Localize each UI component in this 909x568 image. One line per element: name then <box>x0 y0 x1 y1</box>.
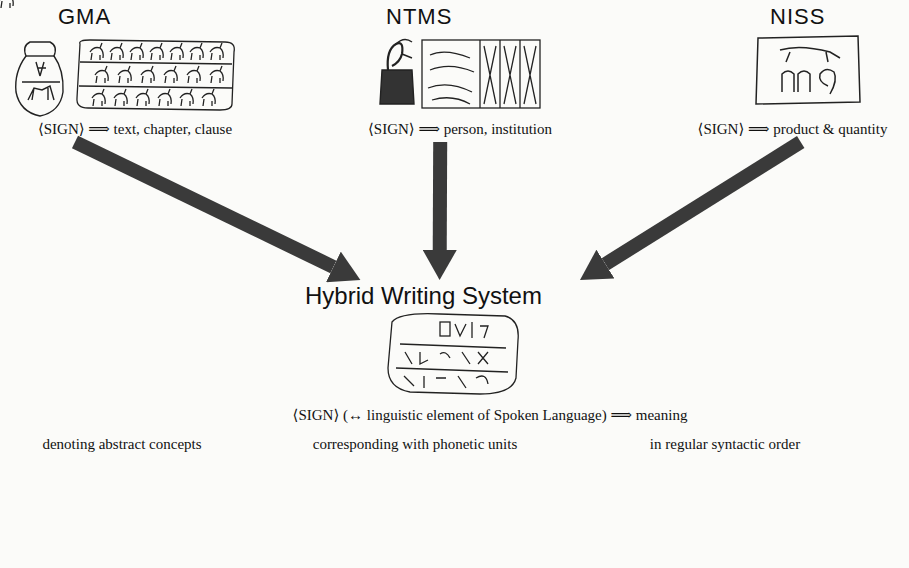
niss-node: NISS ⟨SIGN⟩ ⟹ product & quantity <box>690 2 895 142</box>
system-heading: NISS <box>770 4 825 30</box>
gma-node: GMA ⟨SIGN⟩ ⟹ text, chapter, clause <box>10 2 260 142</box>
system-heading: Hybrid Writing System <box>305 282 542 310</box>
property-label: denoting abstract concepts <box>42 436 201 453</box>
ntms-node: NTMS ⟨SIGN⟩ ⟹ person, institution <box>350 2 570 142</box>
property-label: corresponding with phonetic units <box>313 436 518 453</box>
sign-definition: ⟨SIGN⟩ ⟹ product & quantity <box>698 120 888 138</box>
hybrid-node: Hybrid Writing System ⟨SIGN⟩ (↔ linguisti… <box>130 280 850 428</box>
ntms-panel <box>422 40 540 108</box>
convergence-arrow <box>605 142 800 264</box>
gma-vase <box>16 42 63 116</box>
sign-definition: ⟨SIGN⟩ (↔ linguistic element of Spoken L… <box>293 406 688 424</box>
ntms-vessel-mark <box>380 39 414 104</box>
hybrid-tablet <box>388 314 518 394</box>
property-label: in regular syntactic order <box>650 436 800 453</box>
system-heading: GMA <box>58 4 111 30</box>
sign-definition: ⟨SIGN⟩ ⟹ text, chapter, clause <box>38 120 232 138</box>
gma-tablet <box>0 0 234 110</box>
sign-definition: ⟨SIGN⟩ ⟹ person, institution <box>368 120 552 138</box>
system-heading: NTMS <box>386 4 452 30</box>
convergence-arrow <box>75 142 333 267</box>
niss-seal <box>756 36 860 104</box>
convergence-arrow <box>433 142 447 250</box>
